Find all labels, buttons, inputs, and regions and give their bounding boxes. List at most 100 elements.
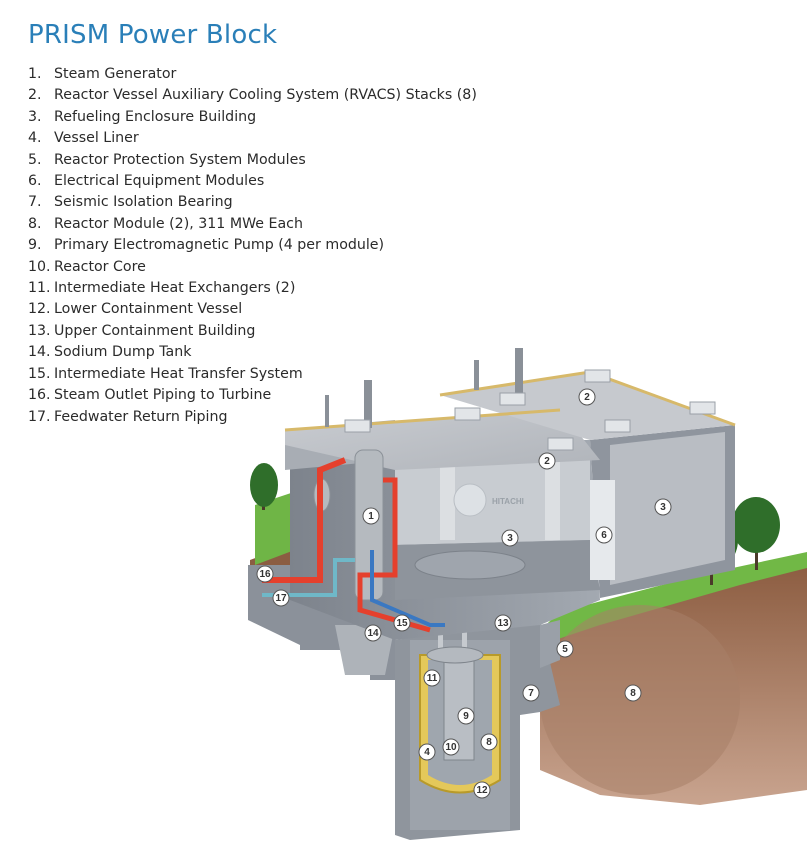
- steam-outlet-pipe: [262, 457, 347, 583]
- callout-circle: [501, 529, 519, 547]
- legend-label: Feedwater Return Piping: [54, 408, 228, 425]
- callout-circle: [364, 624, 382, 642]
- legend-number: 14.: [28, 344, 51, 361]
- ground: [250, 490, 807, 805]
- legend-label: Sodium Dump Tank: [54, 344, 192, 361]
- rvacs-stack: [325, 395, 329, 427]
- callout-label: 2: [544, 456, 550, 467]
- legend-label: Upper Containment Building: [54, 322, 256, 339]
- callout-circle: [538, 452, 556, 470]
- callout-circle: [393, 614, 411, 632]
- legend-label: Steam Outlet Piping to Turbine: [54, 387, 272, 404]
- callout-circle: [418, 743, 436, 761]
- ge-logo: [453, 483, 487, 517]
- legend-number: 12.: [28, 301, 51, 318]
- callout-label: 10: [445, 742, 457, 753]
- callout-circle: [494, 614, 512, 632]
- legend-label: Refueling Enclosure Building: [54, 108, 257, 125]
- legend-item: 9. Primary Electromagnetic Pump (4 per mo…: [28, 235, 477, 256]
- callout-label: 17: [275, 593, 287, 604]
- legend-number: 8.: [28, 215, 42, 232]
- legend-label: Intermediate Heat Exchangers (2): [54, 280, 296, 297]
- refueling-floor-plug: [414, 550, 526, 580]
- callout-label: 15: [396, 618, 408, 629]
- reactor-module-8-well: [540, 605, 740, 795]
- legend-label: Vessel Liner: [54, 130, 139, 147]
- callout-circle: [595, 526, 613, 544]
- callout-circle: [473, 781, 491, 799]
- legend-number: 3.: [28, 108, 42, 125]
- legend-number: 9.: [28, 237, 42, 254]
- legend-label: Lower Containment Vessel: [54, 301, 243, 318]
- legend-item: 11.Intermediate Heat Exchangers (2): [28, 278, 477, 299]
- legend-label: Steam Generator: [54, 66, 177, 82]
- roof-cooling-units: [344, 369, 716, 451]
- callout-label: 3: [507, 533, 513, 544]
- intermediate-cold-leg: [370, 550, 445, 627]
- hitachi-logo: HITACHI: [492, 497, 524, 506]
- legend-number: 7.: [28, 194, 42, 211]
- intermediate-hot-leg: [357, 477, 431, 633]
- grass-left: [255, 490, 300, 565]
- legend-item: 1. Steam Generator: [28, 64, 477, 85]
- rvacs-stack: [364, 380, 372, 428]
- legend-number: 5.: [28, 151, 42, 168]
- legend-list: 1. Steam Generator 2. Reactor Vessel Auxil…: [28, 64, 477, 428]
- legend-label: Reactor Vessel Auxiliary Cooling System …: [54, 87, 477, 104]
- callout-circle: [442, 738, 460, 756]
- callout-circle: [423, 669, 441, 687]
- legend-item: 12.Lower Containment Vessel: [28, 299, 477, 320]
- callout-circle: [624, 684, 642, 702]
- steam-generator: [354, 449, 384, 601]
- feedwater-return-pipe: [262, 558, 355, 597]
- legend-item: 8. Reactor Module (2), 311 MWe Each: [28, 214, 477, 235]
- roof-railing-front: [284, 408, 561, 432]
- callout-circle: [272, 589, 290, 607]
- legend-item: 2. Reactor Vessel Auxiliary Cooling Syste…: [28, 85, 477, 106]
- callout-label: 9: [463, 711, 469, 722]
- callout-circle: [654, 498, 672, 516]
- rvacs-stack: [474, 360, 479, 390]
- legend-item: 14.Sodium Dump Tank: [28, 342, 477, 363]
- legend-item: 6.Electrical Equipment Modules: [28, 171, 477, 192]
- legend-number: 13.: [28, 322, 51, 339]
- legend-item: 5. Reactor Protection System Modules: [28, 150, 477, 171]
- callout-label: 6: [601, 530, 607, 541]
- legend-number: 4.: [28, 130, 42, 147]
- legend-item: 16.Steam Outlet Piping to Turbine: [28, 385, 477, 406]
- callout-label: 11: [427, 673, 438, 684]
- legend-number: 10.: [28, 258, 51, 275]
- legend-label: Electrical Equipment Modules: [54, 173, 265, 190]
- legend-item: 7. Seismic Isolation Bearing: [28, 192, 477, 213]
- legend-number: 11.: [28, 280, 51, 297]
- roof-rear: [440, 372, 735, 440]
- legend-item: 10.Reactor Core: [28, 257, 477, 278]
- legend-label: Reactor Module (2), 311 MWe Each: [54, 215, 303, 232]
- callout-label: 13: [497, 618, 509, 629]
- callout-label: 12: [476, 785, 488, 796]
- callout-label: 5: [562, 644, 568, 655]
- legend-label: Seismic Isolation Bearing: [54, 194, 233, 211]
- legend-number: 2.: [28, 87, 42, 104]
- legend-item: 13.Upper Containment Building: [28, 321, 477, 342]
- callout-label: 4: [424, 747, 430, 758]
- legend-item: 15.Intermediate Heat Transfer System: [28, 364, 477, 385]
- legend-item: 3. Refueling Enclosure Building: [28, 107, 477, 128]
- legend-label: Primary Electromagnetic Pump (4 per modu…: [54, 237, 385, 254]
- callout-circle: [480, 733, 498, 751]
- legend-label: Intermediate Heat Transfer System: [54, 365, 303, 382]
- legend-label: Reactor Core: [54, 258, 146, 275]
- legend-label: Reactor Protection System Modules: [54, 151, 306, 168]
- legend-number: 17.: [28, 408, 51, 425]
- legend-number: 15.: [28, 365, 51, 382]
- legend-number: 1.: [28, 66, 42, 82]
- diagram-title: PRISM Power Block: [28, 20, 278, 50]
- rps-module-box: [540, 620, 560, 668]
- callout-label: 8: [486, 737, 492, 748]
- callout-label: 7: [528, 688, 534, 699]
- legend-item: 4. Vessel Liner: [28, 128, 477, 149]
- callout-label: 2: [584, 392, 590, 403]
- legend-item: 17.Feedwater Return Piping: [28, 407, 477, 428]
